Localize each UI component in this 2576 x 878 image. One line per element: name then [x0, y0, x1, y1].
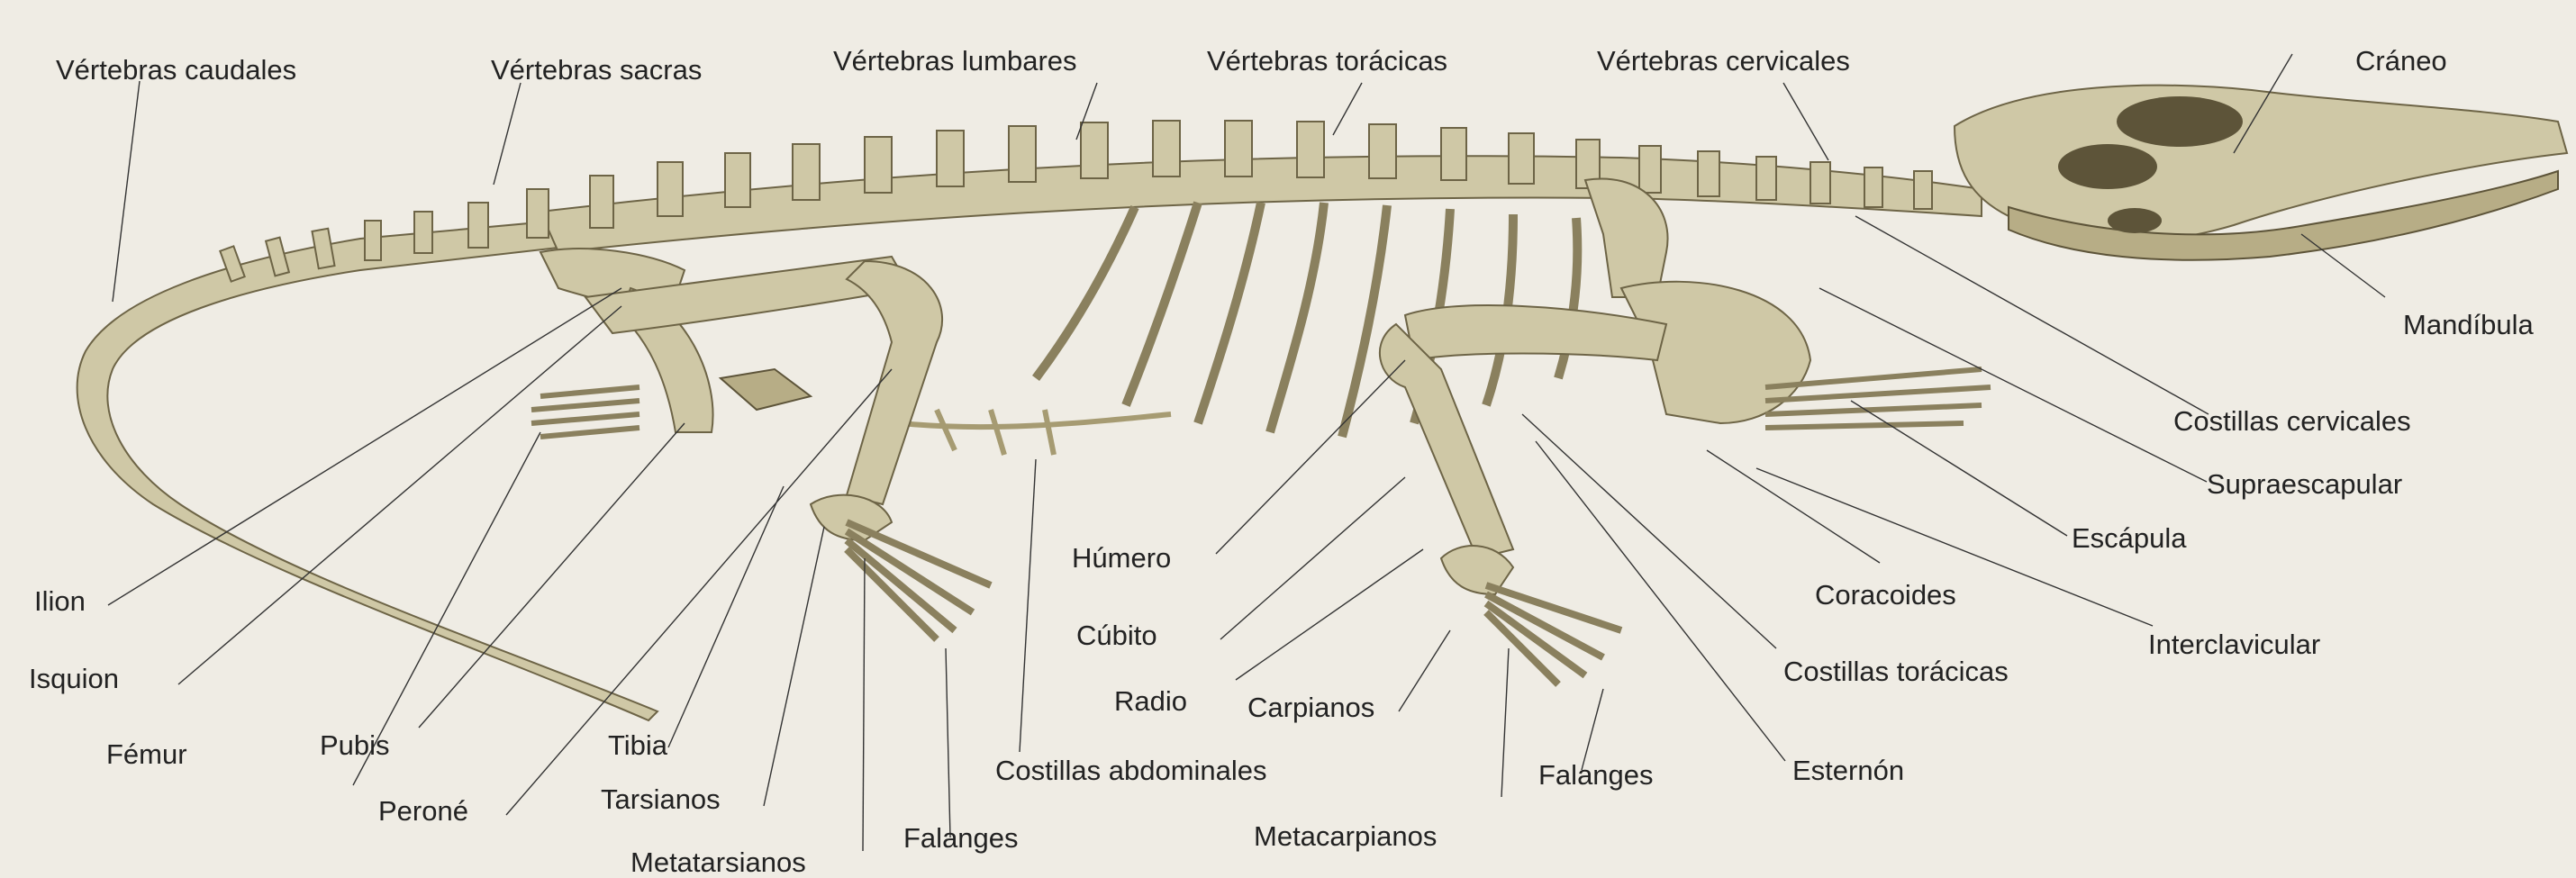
label-esternon: Esternón [1792, 756, 1904, 784]
label-pubis: Pubis [320, 731, 390, 759]
label-tibia: Tibia [608, 731, 667, 759]
label-vertebras-lumbares: Vértebras lumbares [833, 47, 1077, 75]
label-costillas-cervicales: Costillas cervicales [2173, 407, 2411, 435]
label-supraescapular: Supraescapular [2207, 470, 2402, 498]
label-falanges-hind: Falanges [903, 824, 1019, 852]
label-vertebras-toracicas: Vértebras torácicas [1207, 47, 1447, 75]
label-coracoides: Coracoides [1815, 581, 1956, 609]
label-humero: Húmero [1072, 544, 1171, 572]
label-femur: Fémur [106, 740, 187, 768]
label-isquion: Isquion [29, 665, 119, 692]
label-craneo: Cráneo [2355, 47, 2447, 75]
label-escapula: Escápula [2072, 524, 2187, 552]
label-carpianos: Carpianos [1247, 693, 1374, 721]
label-perone: Peroné [378, 797, 468, 825]
label-vertebras-caudales: Vértebras caudales [56, 56, 296, 84]
label-metacarpianos: Metacarpianos [1254, 822, 1437, 850]
label-interclavicular: Interclavicular [2148, 630, 2320, 658]
label-tarsianos: Tarsianos [601, 785, 721, 813]
label-mandibula: Mandíbula [2403, 311, 2534, 339]
label-ilion: Ilion [34, 587, 86, 615]
label-metatarsianos: Metatarsianos [630, 848, 806, 876]
label-vertebras-cervicales: Vértebras cervicales [1597, 47, 1850, 75]
label-radio: Radio [1114, 687, 1187, 715]
label-vertebras-sacras: Vértebras sacras [491, 56, 702, 84]
label-costillas-abdominales: Costillas abdominales [995, 756, 1267, 784]
label-costillas-toracicas: Costillas torácicas [1783, 657, 2009, 685]
label-falanges-front: Falanges [1538, 761, 1654, 789]
label-cubito: Cúbito [1076, 621, 1157, 649]
